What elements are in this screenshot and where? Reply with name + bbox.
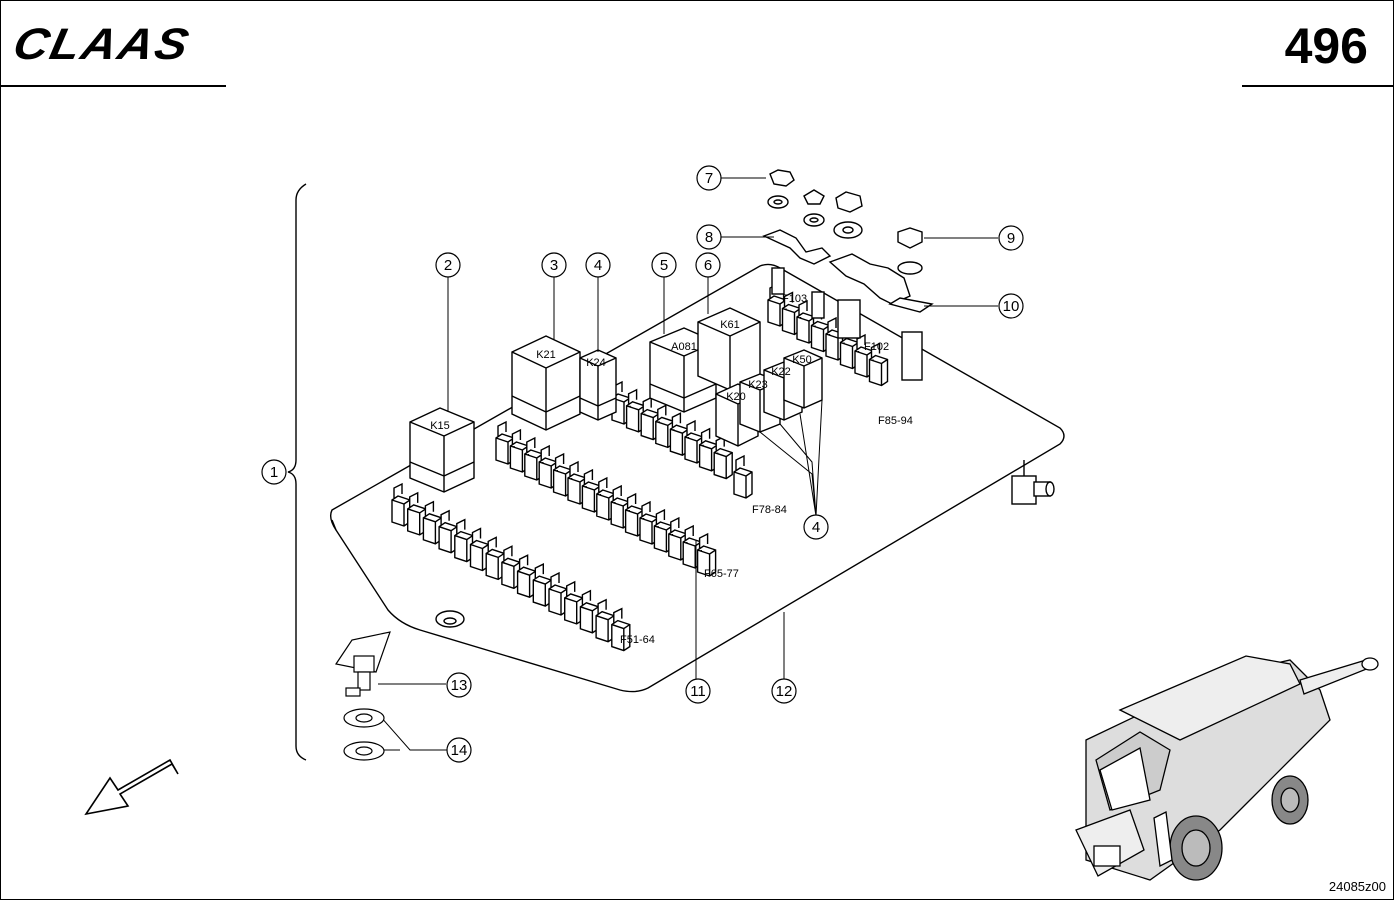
header-rule-right xyxy=(1242,85,1394,87)
callout-1 xyxy=(261,459,287,485)
callout-2 xyxy=(435,252,461,278)
callout-12 xyxy=(771,678,797,704)
callout-10-label: 10 xyxy=(1003,298,1020,315)
relay-k20-label: K20 xyxy=(726,391,746,403)
fuse-f51-64-label: F51-64 xyxy=(620,634,655,646)
callout-5-label: 5 xyxy=(660,257,668,274)
callout-5 xyxy=(651,252,677,278)
fuse-row-f65-77 xyxy=(495,420,717,577)
fuse-f65-77-label: F65-77 xyxy=(704,568,739,580)
leader-lines xyxy=(378,177,998,751)
callout-4-bottom xyxy=(803,514,829,540)
fuse-f85-94-label: F85-94 xyxy=(878,415,913,427)
callout-8 xyxy=(696,224,722,250)
relay-k22-label: K22 xyxy=(771,366,791,378)
relay-k61 xyxy=(697,307,761,391)
fuse-f78-84-label: F78-84 xyxy=(752,504,787,516)
direction-arrow-icon xyxy=(84,758,179,816)
fuse-blade xyxy=(733,454,753,499)
callout-8-label: 8 xyxy=(705,229,713,246)
header-rule-left xyxy=(0,85,226,87)
fuse-f102-label: F102 xyxy=(864,341,889,353)
page-number: 496 xyxy=(1284,18,1368,74)
plate-edge xyxy=(331,519,337,531)
fuse-f103-stack xyxy=(762,169,832,319)
callout-13-label: 13 xyxy=(451,677,468,694)
relay-k61-label: K61 xyxy=(720,319,740,331)
plate-stud xyxy=(1011,460,1055,505)
relay-k15 xyxy=(409,407,475,493)
relay-k21-label: K21 xyxy=(536,349,556,361)
callout-14 xyxy=(446,737,472,763)
relay-k24-label: K24 xyxy=(586,357,606,369)
callout-7 xyxy=(696,165,722,191)
wedge-pin xyxy=(335,631,391,697)
plate-hole xyxy=(435,610,465,628)
fuse-blade xyxy=(696,532,717,577)
fuse-row-f85-94 xyxy=(767,282,889,387)
relay-a081-label: A081 xyxy=(671,341,697,353)
relay-k21 xyxy=(511,335,581,431)
callout-3-label: 3 xyxy=(550,257,558,274)
callout-9-label: 9 xyxy=(1007,230,1015,247)
callout-7-label: 7 xyxy=(705,170,713,187)
fuse-row-middle xyxy=(611,380,733,480)
callout-4-top xyxy=(585,252,611,278)
callout-1-label: 1 xyxy=(270,464,278,481)
callout-11-label: 11 xyxy=(690,683,706,700)
callout-9 xyxy=(998,225,1024,251)
assembly-bracket xyxy=(287,183,307,761)
relay-k15-label: K15 xyxy=(430,420,450,432)
relay-k23-label: K23 xyxy=(748,379,768,391)
drawing-code: 24085z00 xyxy=(1328,879,1386,894)
callout-4-top-label: 4 xyxy=(594,257,602,274)
plate-hole-inner xyxy=(443,617,457,625)
fuse-blade xyxy=(868,342,889,387)
callout-2-label: 2 xyxy=(444,257,452,274)
callout-14-label: 14 xyxy=(451,742,468,759)
fuse-blade xyxy=(611,607,631,652)
relay-k50-label: K50 xyxy=(792,354,812,366)
callout-6-label: 6 xyxy=(704,257,712,274)
callout-3 xyxy=(541,252,567,278)
combine-harvester-thumbnail xyxy=(1075,655,1379,881)
fuse-f102-stack xyxy=(803,189,934,381)
fuse-blade xyxy=(713,435,733,480)
callout-6 xyxy=(695,252,721,278)
callout-11 xyxy=(685,678,711,704)
fuse-row-f78-84 xyxy=(733,454,753,499)
callout-12-label: 12 xyxy=(776,683,793,700)
fuse-f103-label: F103 xyxy=(782,293,807,305)
callout-13 xyxy=(446,672,472,698)
fuse-row-f51-64 xyxy=(391,482,631,652)
washers xyxy=(343,708,385,761)
callout-10 xyxy=(998,293,1024,319)
callout-4-bottom-label: 4 xyxy=(812,519,820,536)
